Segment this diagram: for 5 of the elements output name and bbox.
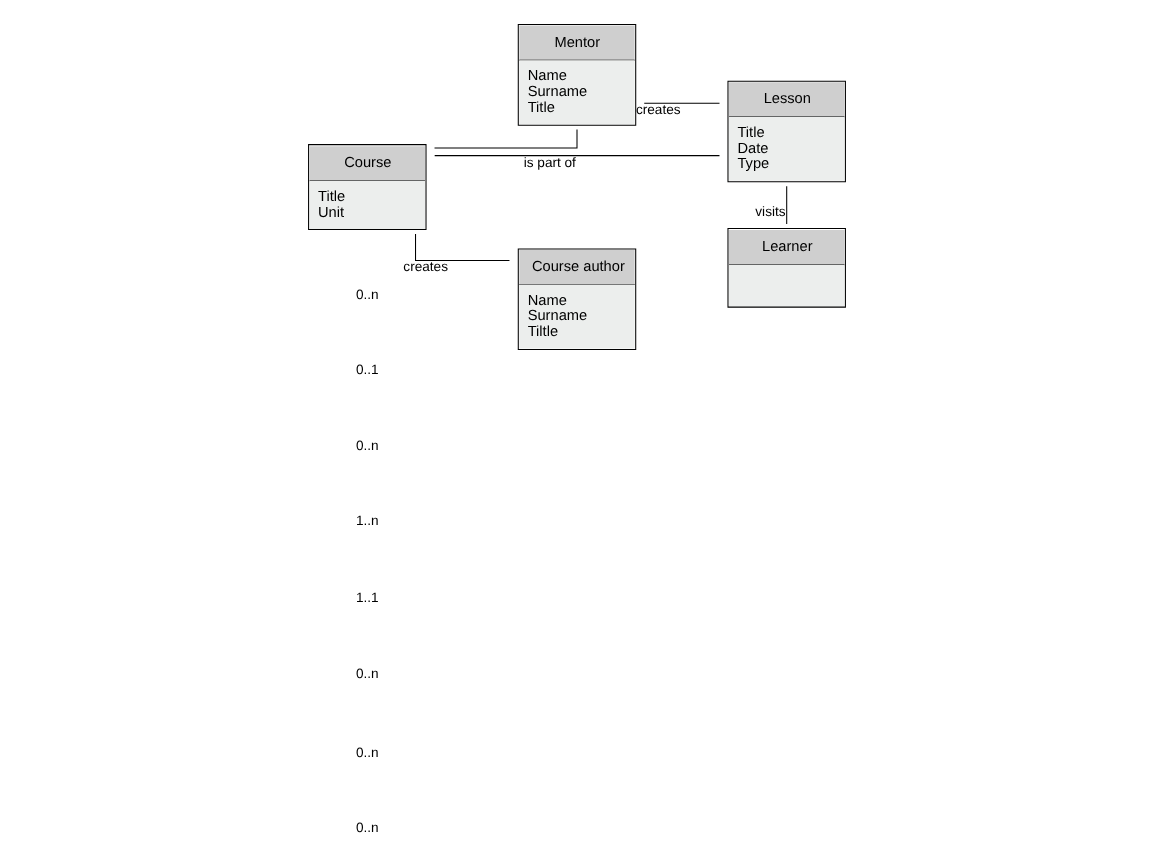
connector — [414, 233, 509, 261]
connector — [433, 155, 719, 157]
connector — [433, 129, 577, 149]
connector — [785, 185, 787, 225]
connector — [642, 102, 720, 104]
